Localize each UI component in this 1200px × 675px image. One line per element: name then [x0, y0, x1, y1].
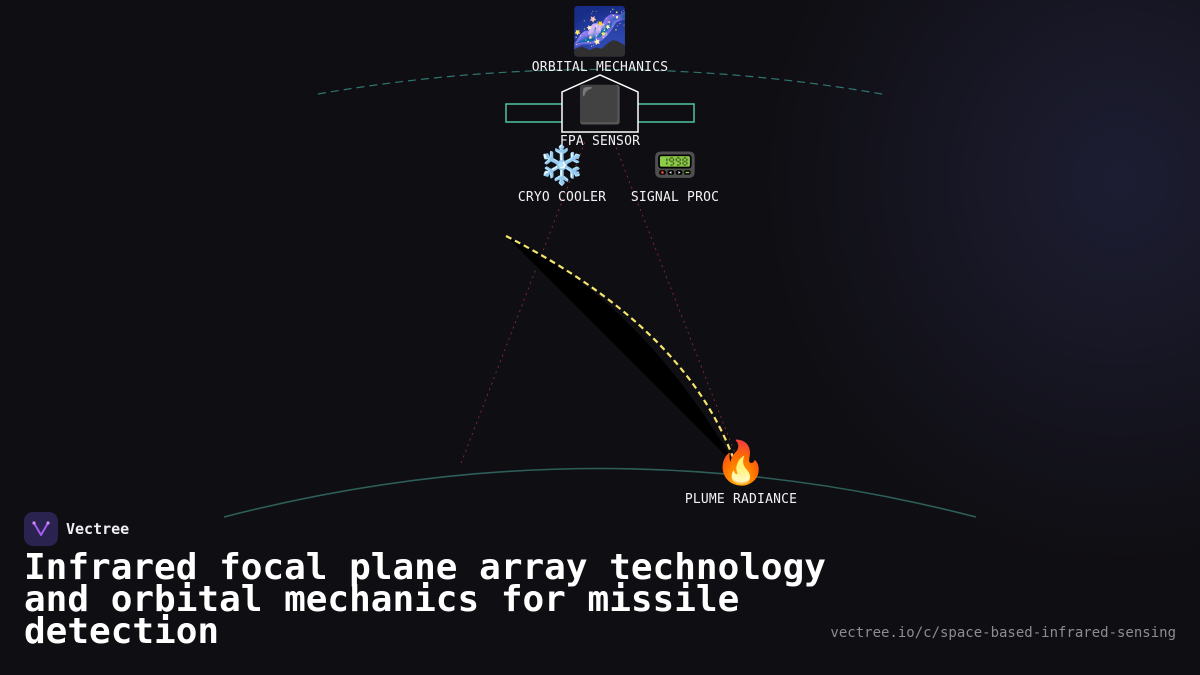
vectree-logo-icon — [24, 512, 58, 546]
source-url[interactable]: vectree.io/c/space-based-infrared-sensin… — [830, 625, 1176, 641]
milky-way-icon: 🌌 — [571, 4, 629, 58]
node-label-plume-radiance: PLUME RADIANCE — [684, 492, 798, 507]
page-title: Infrared focal plane array technology an… — [24, 547, 826, 652]
satellite-body — [561, 74, 639, 133]
sight-line-right — [613, 141, 741, 467]
fire-icon: 🔥 — [714, 438, 768, 487]
brand: Vectree — [24, 512, 129, 546]
orbit-arc — [317, 68, 883, 95]
node-label-signal-proc: SIGNAL PROC — [630, 190, 720, 205]
snowflake-icon: ❄️ — [538, 143, 586, 187]
brand-name: Vectree — [66, 520, 130, 538]
plume-shadow — [506, 236, 736, 466]
black-square-icon: ⬛ — [577, 85, 623, 126]
node-label-orbital-mechanics: ORBITAL MECHANICS — [531, 60, 669, 75]
sight-line-left — [459, 141, 586, 467]
missile-trajectory — [505, 235, 738, 467]
earth-horizon-arc — [223, 467, 977, 518]
pager-icon: 📟 — [652, 145, 698, 186]
solar-panel-left — [505, 103, 564, 123]
solar-panel-right — [636, 103, 695, 123]
node-label-cryo-cooler: CRYO COOLER — [517, 190, 607, 205]
node-label-fpa-sensor: FPA SENSOR — [559, 134, 641, 149]
